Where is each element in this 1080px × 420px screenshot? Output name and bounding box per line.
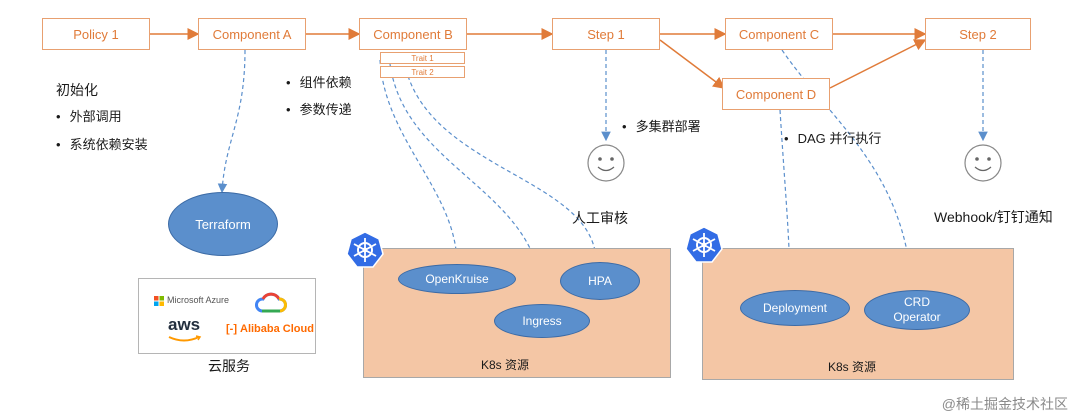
aws-logo: aws [168, 315, 201, 334]
terraform-ellipse: Terraform [168, 192, 278, 256]
k8s-resources-label-left: K8s 资源 [481, 358, 530, 372]
init-title: 初始化 [56, 82, 98, 98]
component-d-node: Component D [722, 78, 830, 110]
k8s-resources-label-right: K8s 资源 [828, 360, 877, 374]
step2-node: Step 2 [925, 18, 1031, 50]
comp-item-1: 组件依赖 [286, 72, 352, 91]
dag-note: DAG 并行执行 [784, 128, 882, 147]
ingress-ellipse: Ingress [494, 304, 590, 338]
component-b-node: Component B [359, 18, 467, 50]
manual-review-label: 人工审核 [572, 210, 628, 226]
crd-label-line2: Operator [893, 310, 941, 324]
webhook-label: Webhook/钉钉通知 [934, 209, 1053, 225]
dash-compC-crd [781, 49, 917, 292]
cloud-services-box [138, 278, 316, 354]
cloud-services-caption: 云服务 [208, 358, 250, 374]
aws-smile-icon [168, 335, 202, 342]
openkruise-ellipse: OpenKruise [398, 264, 516, 294]
microsoft-azure-label: Microsoft Azure [167, 295, 230, 305]
microsoft-logo-icon [154, 296, 164, 306]
google-cloud-icon [255, 292, 287, 313]
hpa-ellipse: HPA [560, 262, 640, 300]
kubernetes-icon [685, 226, 723, 263]
dash-trait-hpa [407, 75, 601, 260]
trait1-node: Trait 1 [380, 52, 465, 64]
kubernetes-icon [346, 231, 384, 268]
step1-node: Step 1 [552, 18, 660, 50]
init-item-1: 外部调用 [56, 106, 122, 125]
dash-trait-openkruise [379, 59, 462, 264]
init-item-2: 系统依赖安装 [56, 134, 148, 153]
smiley-face-icon [587, 144, 625, 182]
trait2-node: Trait 2 [380, 66, 465, 78]
multicluster-note: 多集群部署 [622, 116, 701, 135]
arrow-compD-to-step2 [829, 39, 927, 89]
comp-item-2: 参数传递 [286, 99, 352, 118]
component-c-node: Component C [725, 18, 833, 50]
crd-label-line1: CRD [903, 295, 930, 309]
arrow-step1-to-compD [659, 39, 726, 89]
component-a-node: Component A [198, 18, 306, 50]
policy1-node: Policy 1 [42, 18, 150, 50]
dash-compA-terraform [217, 49, 246, 194]
alibaba-cloud-icon: [-] [226, 323, 237, 335]
alibaba-cloud-label: [-]Alibaba Cloud [226, 323, 314, 335]
deployment-ellipse: Deployment [740, 290, 850, 326]
watermark: @稀土掘金技术社区 [941, 396, 1068, 412]
smiley-face-icon [964, 144, 1002, 182]
